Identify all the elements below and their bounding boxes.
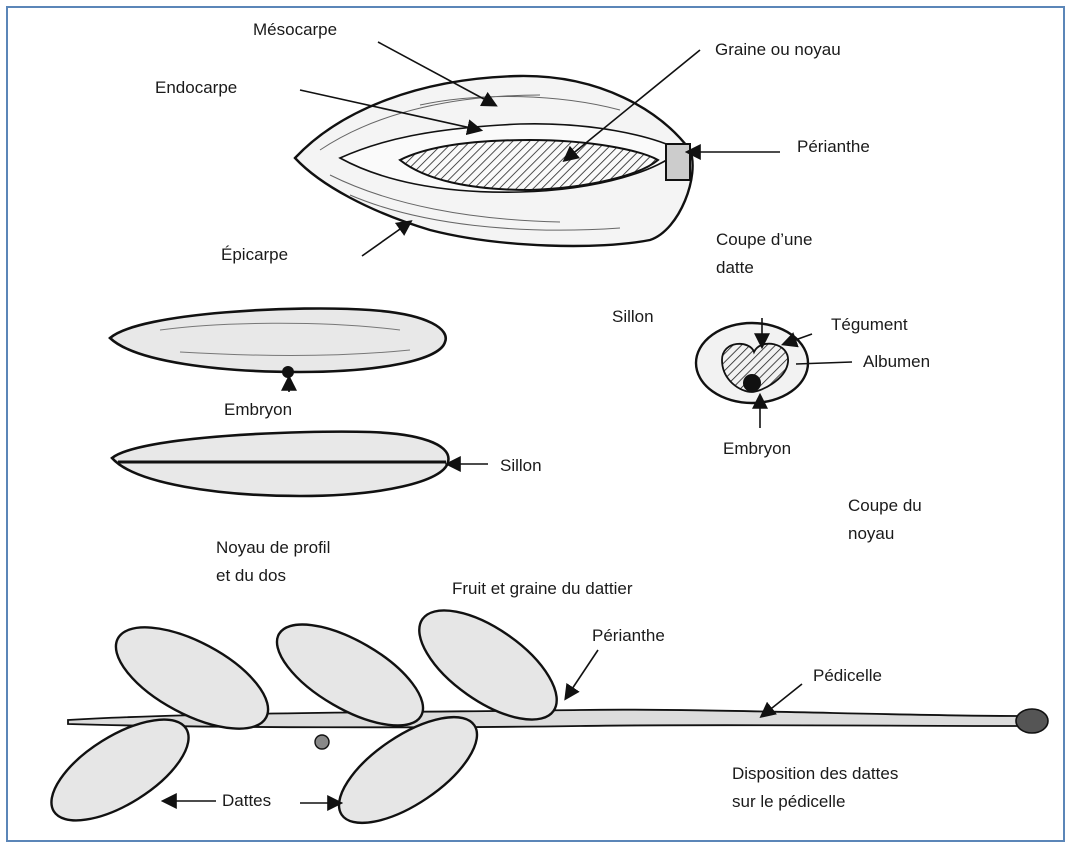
date-perianth [666,144,690,180]
label-noyau-profil: Noyau de profil et du dos [216,534,330,590]
label-epicarpe: Épicarpe [221,241,288,269]
label-perianthe-branch: Périanthe [592,622,665,650]
label-mesocarpe: Mésocarpe [253,16,337,44]
label-graine-ou-noyau: Graine ou noyau [715,36,841,64]
label-coupe-noyau-line1: Coupe du [848,492,922,520]
label-coupe-noyau: Coupe du noyau [848,492,922,548]
label-albumen: Albumen [863,348,930,376]
label-endocarpe: Endocarpe [155,74,237,102]
label-coupe-noyau-line2: noyau [848,520,922,548]
seed-back-view [112,432,488,496]
figure-caption: Fruit et graine du dattier [452,575,632,603]
label-coupe-datte-line2: datte [716,254,812,282]
label-sillon-section: Sillon [612,303,654,331]
label-noyau-profil-line2: et du dos [216,562,330,590]
label-embryon-section: Embryon [723,435,791,463]
label-disposition-line2: sur le pédicelle [732,788,898,816]
label-noyau-profil-line1: Noyau de profil [216,534,330,562]
label-pedicelle: Pédicelle [813,662,882,690]
embryon-dot-profile [282,366,294,378]
label-sillon-back: Sillon [500,452,542,480]
seed-cross-section [696,318,852,428]
label-disposition: Disposition des dattes sur le pédicelle [732,760,898,816]
label-dattes: Dattes [222,787,271,815]
label-coupe-datte: Coupe d’une datte [716,226,812,282]
label-disposition-line1: Disposition des dattes [732,760,898,788]
label-tegument: Tégument [831,311,908,339]
label-perianthe-top: Périanthe [797,133,870,161]
label-embryon-profile: Embryon [224,396,292,424]
label-coupe-datte-line1: Coupe d’une [716,226,812,254]
seed-profile-view [110,308,446,392]
